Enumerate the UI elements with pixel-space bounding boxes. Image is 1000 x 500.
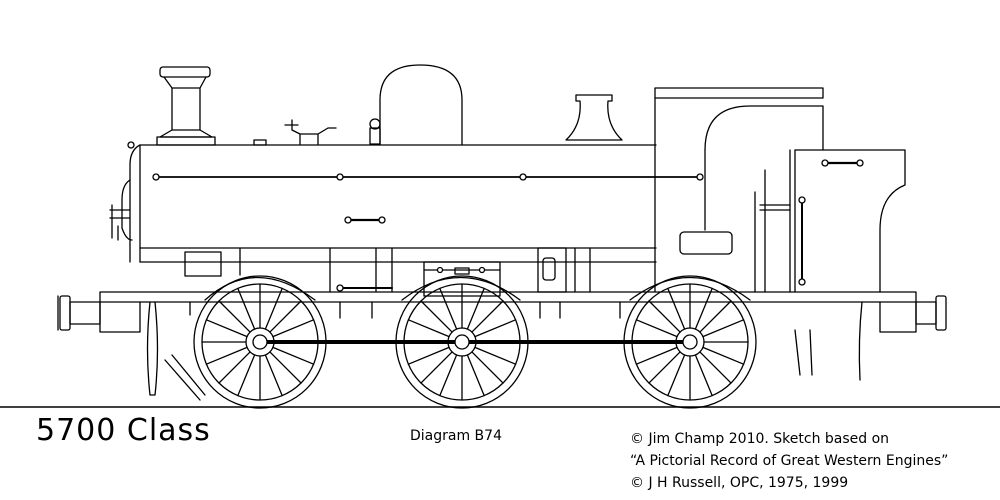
wheel-spoke xyxy=(635,346,678,365)
safety-valve xyxy=(565,94,623,141)
class-title: 5700 Class xyxy=(36,413,211,448)
wheel-spoke xyxy=(466,354,485,397)
front-buffer xyxy=(57,295,101,331)
wheel-spoke xyxy=(237,287,256,330)
wheel-spoke xyxy=(474,346,517,365)
wheel-leading xyxy=(193,275,327,409)
dome xyxy=(379,64,463,146)
wheel-spoke xyxy=(699,300,732,333)
wheel-spoke xyxy=(269,300,302,333)
smokebox-front xyxy=(109,141,141,263)
credit-block: © Jim Champ 2010. Sketch based on “A Pic… xyxy=(630,428,948,494)
rear-buffer xyxy=(915,295,947,331)
wheel-spoke xyxy=(699,351,732,384)
wheel-spoke xyxy=(205,319,248,338)
wheel-spoke xyxy=(420,300,453,333)
chimney xyxy=(156,66,216,146)
wheel-spoke xyxy=(272,346,315,365)
wheel-spoke xyxy=(471,351,504,384)
wheel-spoke xyxy=(272,319,315,338)
wheel-spoke xyxy=(218,300,251,333)
credit-line: © Jim Champ 2010. Sketch based on xyxy=(630,431,890,447)
cab-side xyxy=(654,97,906,293)
wheel-spoke xyxy=(667,287,686,330)
lower-body xyxy=(139,247,657,293)
wheel-trailing xyxy=(623,275,757,409)
wheel-spoke xyxy=(471,300,504,333)
wheel-spoke xyxy=(407,319,450,338)
wheel-spoke xyxy=(702,346,745,365)
credit-line: “A Pictorial Record of Great Western Eng… xyxy=(630,453,949,469)
wheel-spoke xyxy=(694,287,713,330)
wheel-spoke xyxy=(648,351,681,384)
wheel-spoke xyxy=(466,287,485,330)
wheel-spoke xyxy=(702,319,745,338)
wheel-spoke xyxy=(269,351,302,384)
saddle-tank xyxy=(139,144,704,263)
wheel-spoke xyxy=(420,351,453,384)
wheel-spoke xyxy=(694,354,713,397)
wheel-spoke xyxy=(439,287,458,330)
boiler-fittings xyxy=(253,118,381,146)
wheel-spoke xyxy=(667,354,686,397)
brake-gear xyxy=(164,329,813,401)
wheel-spoke xyxy=(439,354,458,397)
wheel-spoke xyxy=(635,319,678,338)
wheel-spoke xyxy=(648,300,681,333)
wheel-spoke xyxy=(218,351,251,384)
wheel-spoke xyxy=(264,287,283,330)
credit-line: © J H Russell, OPC, 1975, 1999 xyxy=(630,475,849,491)
cab-roof xyxy=(654,87,824,99)
wheel-spoke xyxy=(474,319,517,338)
wheel-driving xyxy=(395,275,529,409)
wheel-spoke xyxy=(264,354,283,397)
diagram-label: Diagram B74 xyxy=(410,428,502,444)
wheel-spoke xyxy=(407,346,450,365)
wheel-spoke xyxy=(237,354,256,397)
wheel-spoke xyxy=(205,346,248,365)
